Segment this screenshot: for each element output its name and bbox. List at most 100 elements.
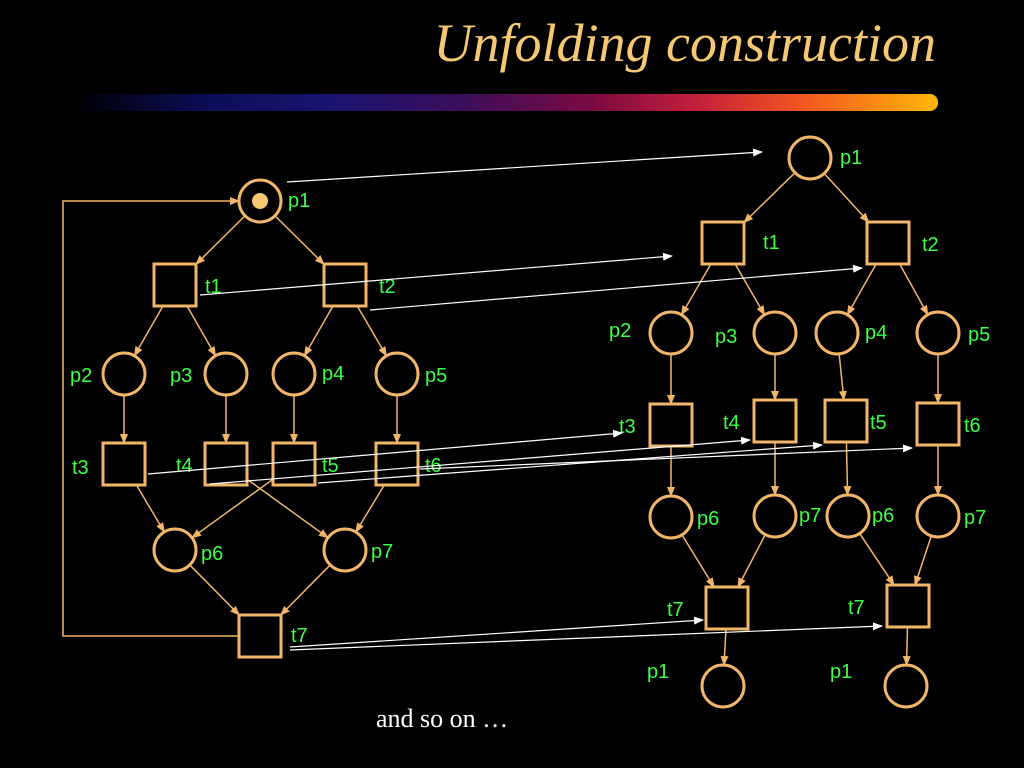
transition-box [237, 613, 283, 659]
transition-box [915, 401, 961, 447]
transition-u-t2: t2 [865, 220, 939, 266]
transition-box [271, 441, 317, 487]
mapping-arrow-t7-u-t7a [289, 616, 704, 648]
place-circle [915, 310, 961, 356]
node-label: p1 [840, 147, 862, 169]
mapping-arrow-t4-u-t4 [209, 436, 751, 485]
slide-title: Unfolding construction [433, 13, 936, 73]
arc-u_p1-u_t1 [743, 172, 796, 224]
place-circle [271, 351, 317, 397]
arc-u_t2-u_p5 [899, 263, 929, 316]
node-label: t4 [176, 455, 193, 477]
node-label: t7 [667, 599, 684, 621]
place-circle [814, 310, 860, 356]
place-u-p3: p3 [715, 310, 798, 356]
place-u-p5: p5 [915, 310, 990, 356]
arc-t1-p3 [186, 305, 217, 357]
place-circle [752, 493, 798, 539]
transition-box [203, 441, 249, 487]
arc-t2-p4 [303, 305, 334, 357]
node-label: p4 [865, 322, 887, 344]
arc-t7-p1 [62, 197, 240, 637]
arc-p7-t7 [280, 564, 331, 616]
place-u-p6a: p6 [648, 494, 719, 540]
arc-u_p7a-u_t7a [737, 534, 766, 588]
edges-layer [62, 172, 942, 667]
node-label: t4 [723, 412, 740, 434]
place-circle [648, 494, 694, 540]
place-p3: p3 [170, 351, 249, 397]
arc-p1-t2 [274, 215, 325, 265]
transition-u-t5: t5 [823, 398, 887, 444]
mapping-arrow-t2-u-t2 [369, 264, 863, 311]
place-p1: p1 [237, 178, 310, 224]
transition-box [648, 402, 694, 448]
node-label: p6 [201, 543, 223, 565]
transition-t3: t3 [72, 441, 147, 487]
mapping-arrow-t1-u-t1 [199, 252, 673, 296]
place-u-p1b: p1 [830, 661, 929, 709]
place-p6: p6 [152, 527, 223, 573]
transition-t4: t4 [176, 441, 249, 487]
mapping-arrow-p1-u-p1 [286, 148, 763, 183]
place-circle [700, 663, 746, 709]
arc-t2-p5 [356, 305, 388, 357]
node-label: t2 [922, 234, 939, 256]
node-label: p1 [830, 661, 852, 683]
node-label: t5 [322, 455, 339, 477]
transition-u-t1: t1 [700, 220, 780, 266]
arc-t1-p2 [133, 305, 164, 357]
node-label: t1 [205, 276, 222, 298]
transition-t5: t5 [271, 441, 339, 487]
place-u-p7a: p7 [752, 493, 821, 539]
arc-u_t7b-u_p1b [902, 626, 911, 667]
arc-u_p6a-u_t7a [681, 534, 715, 588]
arc-t3-p6 [135, 484, 165, 533]
node-label: t1 [763, 232, 780, 254]
node-label: t3 [72, 457, 89, 479]
node-label: p4 [322, 363, 344, 385]
node-label: p1 [647, 661, 669, 683]
mapping-arrow-t6-u-t6 [419, 444, 913, 470]
place-circle [203, 351, 249, 397]
node-label: p3 [715, 326, 737, 348]
arc-u_t1-u_p2 [680, 263, 712, 316]
node-label: p2 [609, 320, 631, 342]
place-circle [374, 351, 420, 397]
footer-text: and so on … [376, 704, 509, 733]
node-label: p5 [968, 324, 990, 346]
place-p4: p4 [271, 351, 344, 397]
place-circle [787, 135, 833, 181]
node-label: p5 [425, 365, 447, 387]
node-label: t7 [848, 597, 865, 619]
place-circle [322, 527, 368, 573]
place-circle [752, 310, 798, 356]
mapping-arrows-layer [147, 148, 913, 651]
transition-box [704, 585, 750, 631]
arc-t4-p7 [246, 478, 329, 539]
transition-box [700, 220, 746, 266]
node-label: p7 [799, 505, 821, 527]
transition-box [374, 441, 420, 487]
node-label: p1 [288, 190, 310, 212]
arc-u_p7b-u_t7b [914, 535, 933, 586]
arc-u_p6b-u_t7b [859, 533, 895, 586]
place-u-p2: p2 [609, 310, 694, 356]
place-p5: p5 [374, 351, 447, 397]
node-label: p6 [872, 505, 894, 527]
transition-box [823, 398, 869, 444]
arc-u_t7a-u_p1a [720, 628, 729, 667]
transition-u-t7b: t7 [848, 583, 931, 629]
arc-u_p4-u_t5 [838, 353, 847, 401]
place-u-p6b: p6 [825, 493, 894, 539]
node-label: t7 [291, 625, 308, 647]
node-label: p7 [964, 507, 986, 529]
mapping-arrow-t3-u-t3 [147, 429, 623, 475]
transition-t7: t7 [237, 613, 308, 659]
arc-t5-p6 [191, 478, 274, 539]
arc-p1-t1 [195, 215, 246, 265]
place-u-p7b: p7 [915, 493, 986, 539]
